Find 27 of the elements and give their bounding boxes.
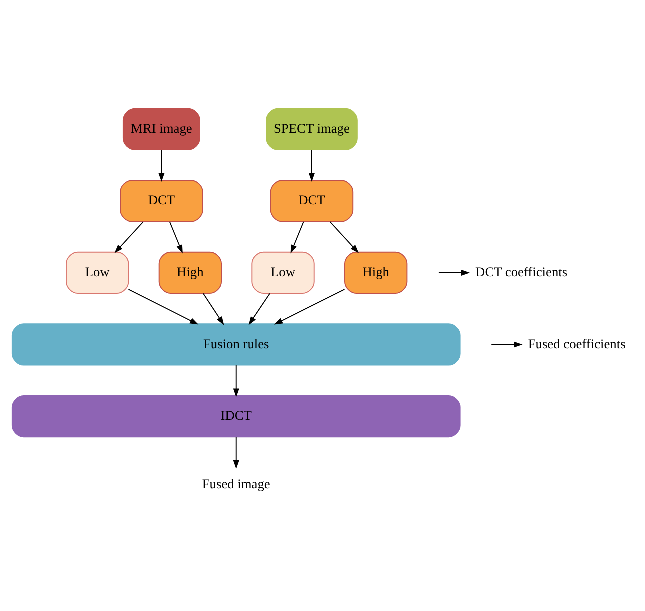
arrow <box>491 342 523 348</box>
arrow <box>233 365 240 398</box>
arrow <box>290 222 304 254</box>
arrow <box>169 222 183 254</box>
node-text: Fused coefficients <box>528 336 626 352</box>
node-text: Fused image <box>202 476 270 492</box>
arrow <box>330 222 360 254</box>
arrow <box>114 222 144 254</box>
node-box: MRI image <box>122 108 200 150</box>
arrow <box>308 150 315 182</box>
node-box: Low <box>252 252 315 294</box>
node-box: DCT <box>270 180 354 222</box>
arrow <box>438 270 470 276</box>
node-box: High <box>344 252 408 294</box>
arrow <box>203 293 224 326</box>
node-box: SPECT image <box>266 108 358 150</box>
node-box: Low <box>66 252 130 294</box>
arrow <box>128 289 199 325</box>
node-box: Fusion rules <box>12 324 461 366</box>
node-text: DCT coefficients <box>476 264 568 280</box>
arrow <box>158 150 165 182</box>
node-box: High <box>158 252 222 294</box>
node-box: IDCT <box>12 395 461 438</box>
arrow <box>274 289 346 325</box>
arrow <box>248 293 270 326</box>
node-box: DCT <box>120 180 204 222</box>
arrow <box>233 436 240 470</box>
